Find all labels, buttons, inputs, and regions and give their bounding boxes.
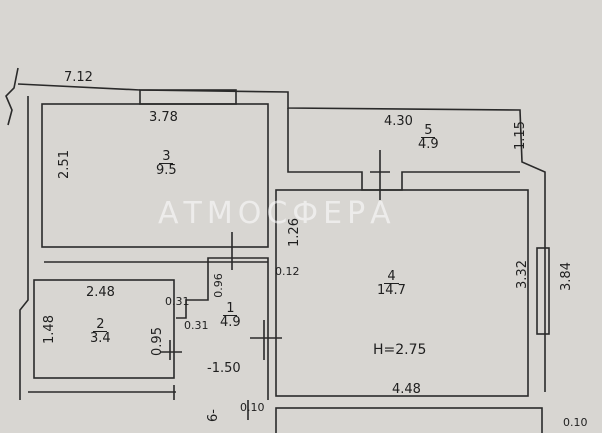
dim-bottom-a: 0.10 — [240, 401, 265, 414]
dim-room4-outer: 3.84 — [558, 262, 574, 291]
dim-room4-right: 3.32 — [514, 260, 530, 289]
dim-hall-offset: 0.96 — [211, 273, 225, 298]
room-4-window — [536, 247, 550, 335]
room-2-outline — [33, 279, 175, 379]
room-4-outline — [275, 189, 529, 397]
room-5-area: 4.9 — [418, 137, 439, 152]
dim-room2-height: 1.48 — [41, 315, 57, 344]
dim-edge-mark: 6- — [205, 409, 221, 422]
watermark: АТМОСФЕРА — [158, 196, 396, 231]
dim-hall-small: 0.12 — [275, 265, 300, 278]
outer-left-wall — [19, 96, 29, 400]
bottom-room-outline — [275, 407, 543, 433]
room-2-label: 2 3.4 — [90, 318, 111, 345]
door-mark-1 — [370, 150, 390, 200]
room-3-number: 3 — [159, 150, 174, 164]
dim-room2-width: 2.48 — [86, 285, 115, 300]
left-break-line — [5, 67, 19, 126]
dim-niche-a: 0.31 — [165, 295, 190, 308]
dim-bottom-b: 0.10 — [563, 416, 588, 429]
dim-room2-side: 0.95 — [149, 327, 165, 356]
room-2-number: 2 — [93, 318, 108, 332]
room-4-area: 14.7 — [377, 283, 406, 298]
dim-top-wall: 7.12 — [64, 70, 93, 85]
dim-room4-left: 1.26 — [286, 218, 302, 247]
door-mark-3 — [250, 320, 282, 360]
dim-room5-side: 1.15 — [512, 121, 528, 150]
dim-hall-length: -1.50 — [207, 361, 241, 376]
room-4-number: 4 — [384, 270, 399, 284]
room-4-label: 4 14.7 — [377, 270, 406, 297]
room-5-label: 5 4.9 — [418, 124, 439, 151]
room-1-number: 1 — [223, 302, 238, 316]
dim-room5-width: 4.30 — [384, 114, 413, 129]
room-3-area: 9.5 — [156, 163, 177, 178]
room-1-label: 1 4.9 — [220, 302, 241, 329]
dim-room3-width: 3.78 — [149, 110, 178, 125]
ceiling-height: H=2.75 — [373, 342, 427, 358]
room-1-area: 4.9 — [220, 315, 241, 330]
dim-room4-bottom: 4.48 — [392, 382, 421, 397]
room-5-number: 5 — [421, 124, 436, 138]
dim-room3-height: 2.51 — [56, 150, 72, 179]
room-3-label: 3 9.5 — [156, 150, 177, 177]
door-mark-4 — [160, 340, 182, 360]
room-3-window — [139, 89, 237, 105]
dim-niche-b: 0.31 — [184, 319, 209, 332]
room-1-outline — [176, 257, 269, 400]
room-2-area: 3.4 — [90, 331, 111, 346]
